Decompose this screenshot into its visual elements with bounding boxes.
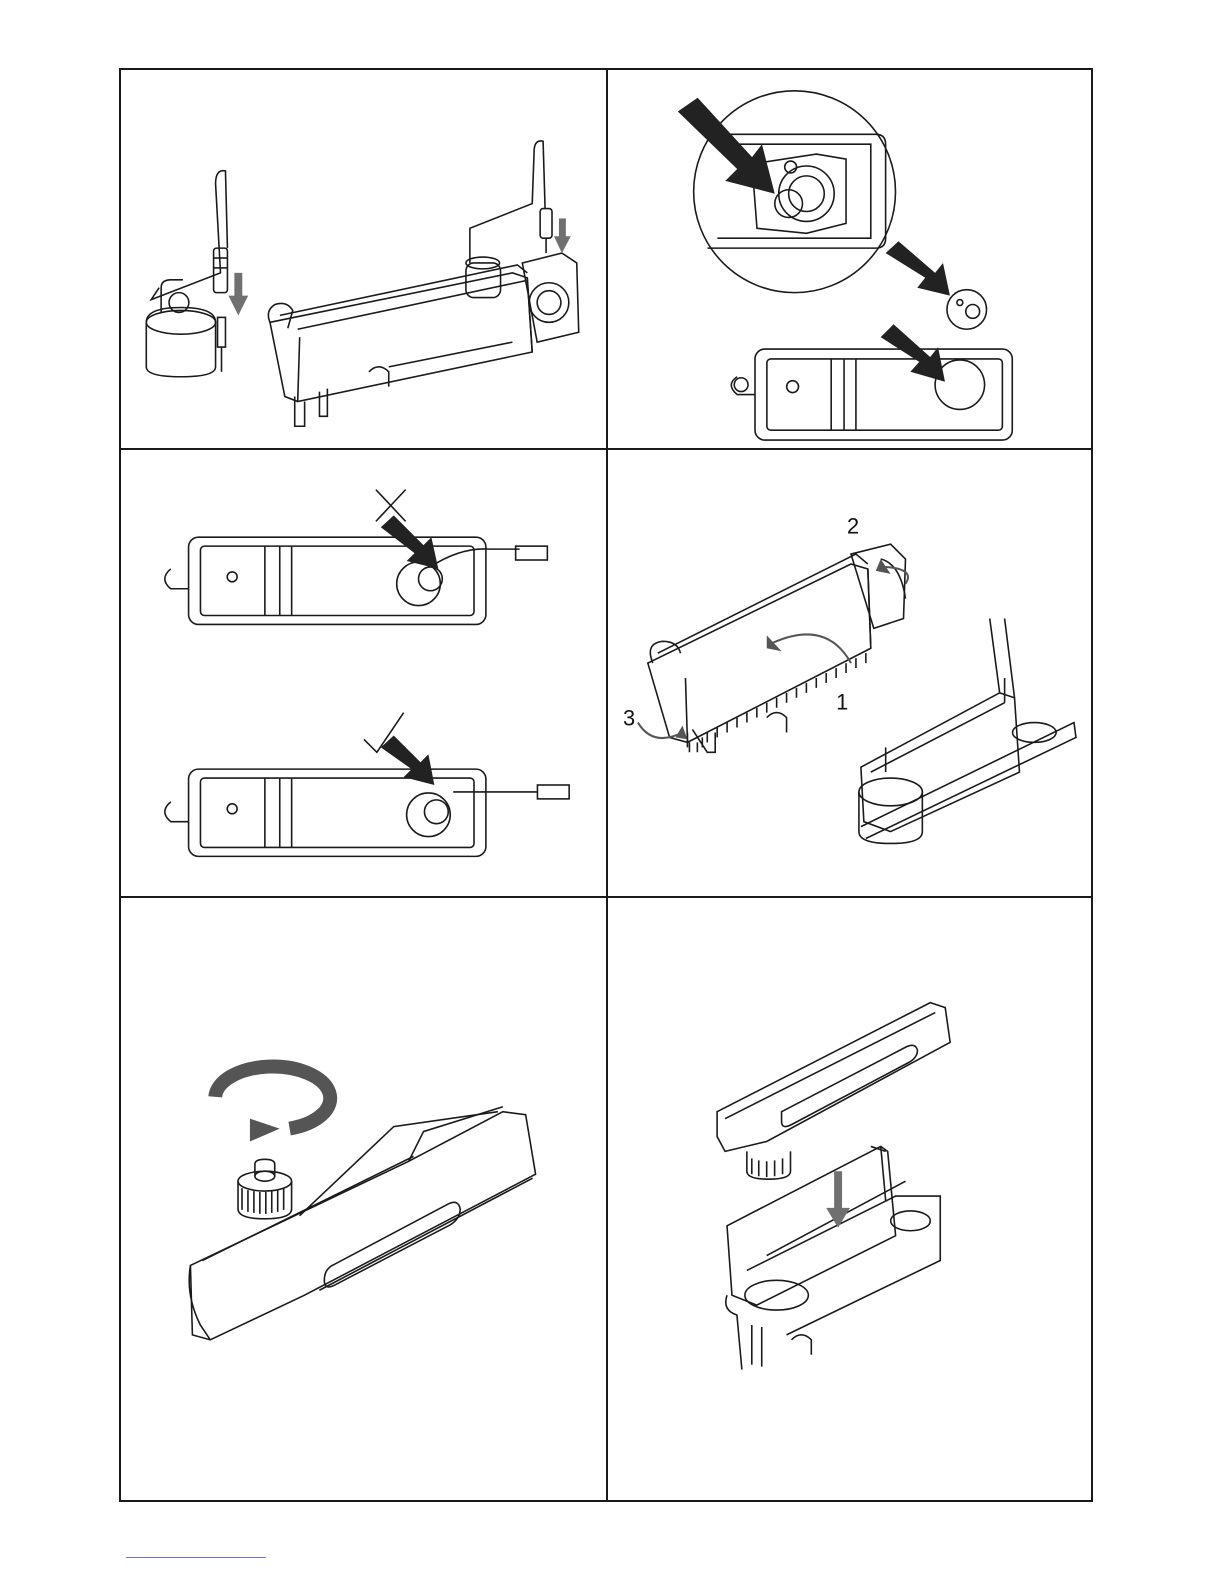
fit-lid-illustration (608, 898, 1091, 1500)
assembly-sequence-illustration: 2 1 3 (608, 450, 1091, 896)
panel-4-assembly-sequence: 2 1 3 (606, 448, 1093, 898)
rotate-arrow-icon (215, 1067, 330, 1142)
cross-icon (376, 490, 406, 522)
rotate-cap-illustration (121, 898, 606, 1500)
rotate-arrow-icon (638, 567, 908, 738)
arrow-down-icon (881, 324, 945, 381)
cable-routing-illustration (121, 450, 606, 896)
impeller-detail-illustration (608, 70, 1091, 448)
arrow-down-icon (381, 515, 438, 569)
step-label-3: 3 (623, 706, 635, 731)
panel-6-fit-lid (606, 896, 1093, 1502)
panel-5-rotate-cap (119, 896, 608, 1502)
arrow-down-icon (554, 218, 571, 253)
arrow-down-icon (886, 241, 950, 295)
arrow-down-icon (678, 98, 775, 194)
panel-3-cable-routing (119, 448, 608, 898)
arrow-down-icon (826, 1171, 850, 1228)
step-label-1: 1 (836, 690, 848, 715)
pump-connection-illustration (121, 70, 606, 448)
step-label-2: 2 (847, 513, 859, 538)
arrow-down-icon (228, 273, 248, 316)
footer-divider (126, 1557, 266, 1558)
panel-1-pump-connection (119, 68, 608, 450)
panel-2-impeller-detail (606, 68, 1093, 450)
